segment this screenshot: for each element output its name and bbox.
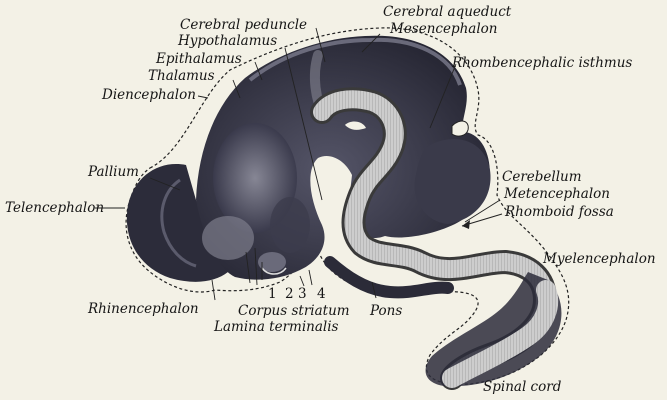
label-hypothalamus: Hypothalamus [178,34,277,48]
label-epithalamus: Epithalamus [156,52,242,66]
label-diencephalon: Diencephalon [102,88,196,102]
label-number-3: 3 [298,287,307,301]
label-rhinencephalon: Rhinencephalon [88,302,199,316]
label-cerebral-aqueduct: Cerebral aqueduct [383,5,511,19]
cerebellum-shape [415,139,491,224]
label-myelencephalon: Myelencephalon [543,252,656,266]
label-number-2: 2 [285,287,294,301]
label-rhombencephalic-isthmus: Rhombencephalic isthmus [452,56,632,70]
label-spinal-cord: Spinal cord [483,380,561,394]
label-cerebral-peduncle: Cerebral peduncle [180,18,307,32]
label-metencephalon: Metencephalon [504,187,610,201]
label-pallium: Pallium [88,165,139,179]
label-number-4: 4 [317,287,326,301]
label-thalamus: Thalamus [148,69,215,83]
label-cerebellum: Cerebellum [502,170,582,184]
label-pons: Pons [370,304,402,318]
label-rhomboid-fossa: Rhomboid fossa [505,205,614,219]
label-lamina-terminalis: Lamina terminalis [214,320,338,334]
label-number-1: 1 [268,287,277,301]
label-telencephalon: Telencephalon [5,201,104,215]
label-corpus-striatum: Corpus striatum [238,304,350,318]
label-mesencephalon: Mesencephalon [390,22,498,36]
